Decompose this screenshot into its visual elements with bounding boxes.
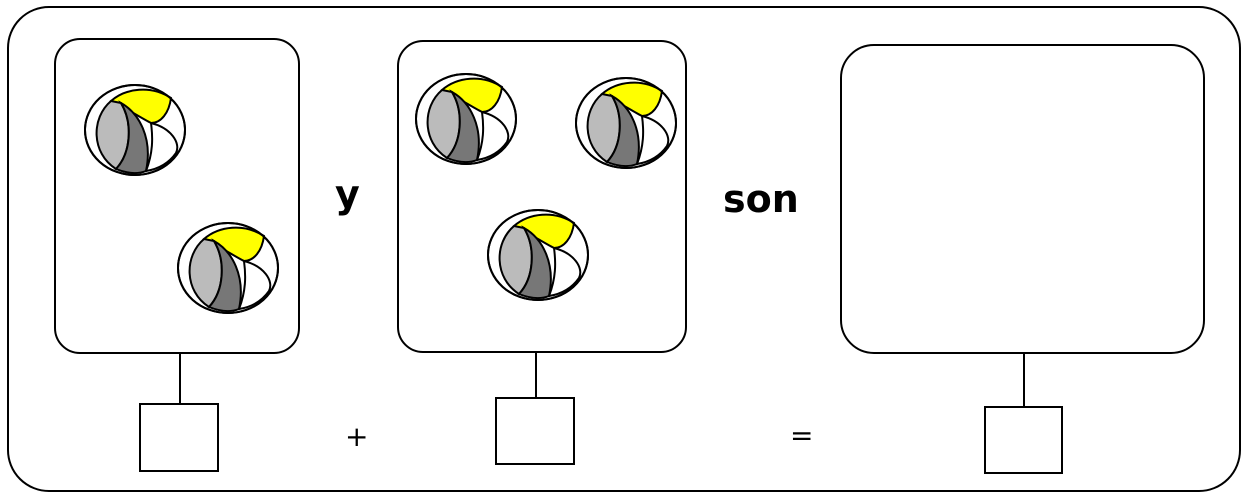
beach-ball-icon <box>412 72 520 166</box>
plus-sign: + <box>345 420 369 453</box>
connector-line-middle <box>535 353 537 398</box>
equals-sign: = <box>790 419 814 452</box>
answer-box <box>840 44 1205 354</box>
beach-ball-icon <box>572 76 680 170</box>
number-box-middle[interactable] <box>495 397 575 465</box>
word-and: y <box>335 172 360 216</box>
number-box-answer[interactable] <box>984 406 1063 474</box>
beach-ball-icon <box>484 208 592 302</box>
worksheet-frame <box>7 6 1241 492</box>
connector-line-left <box>179 354 181 404</box>
connector-line-answer <box>1023 354 1025 406</box>
number-box-left[interactable] <box>139 403 219 472</box>
beach-ball-icon <box>81 83 189 177</box>
beach-ball-icon <box>174 221 282 315</box>
word-are: son <box>723 177 799 221</box>
